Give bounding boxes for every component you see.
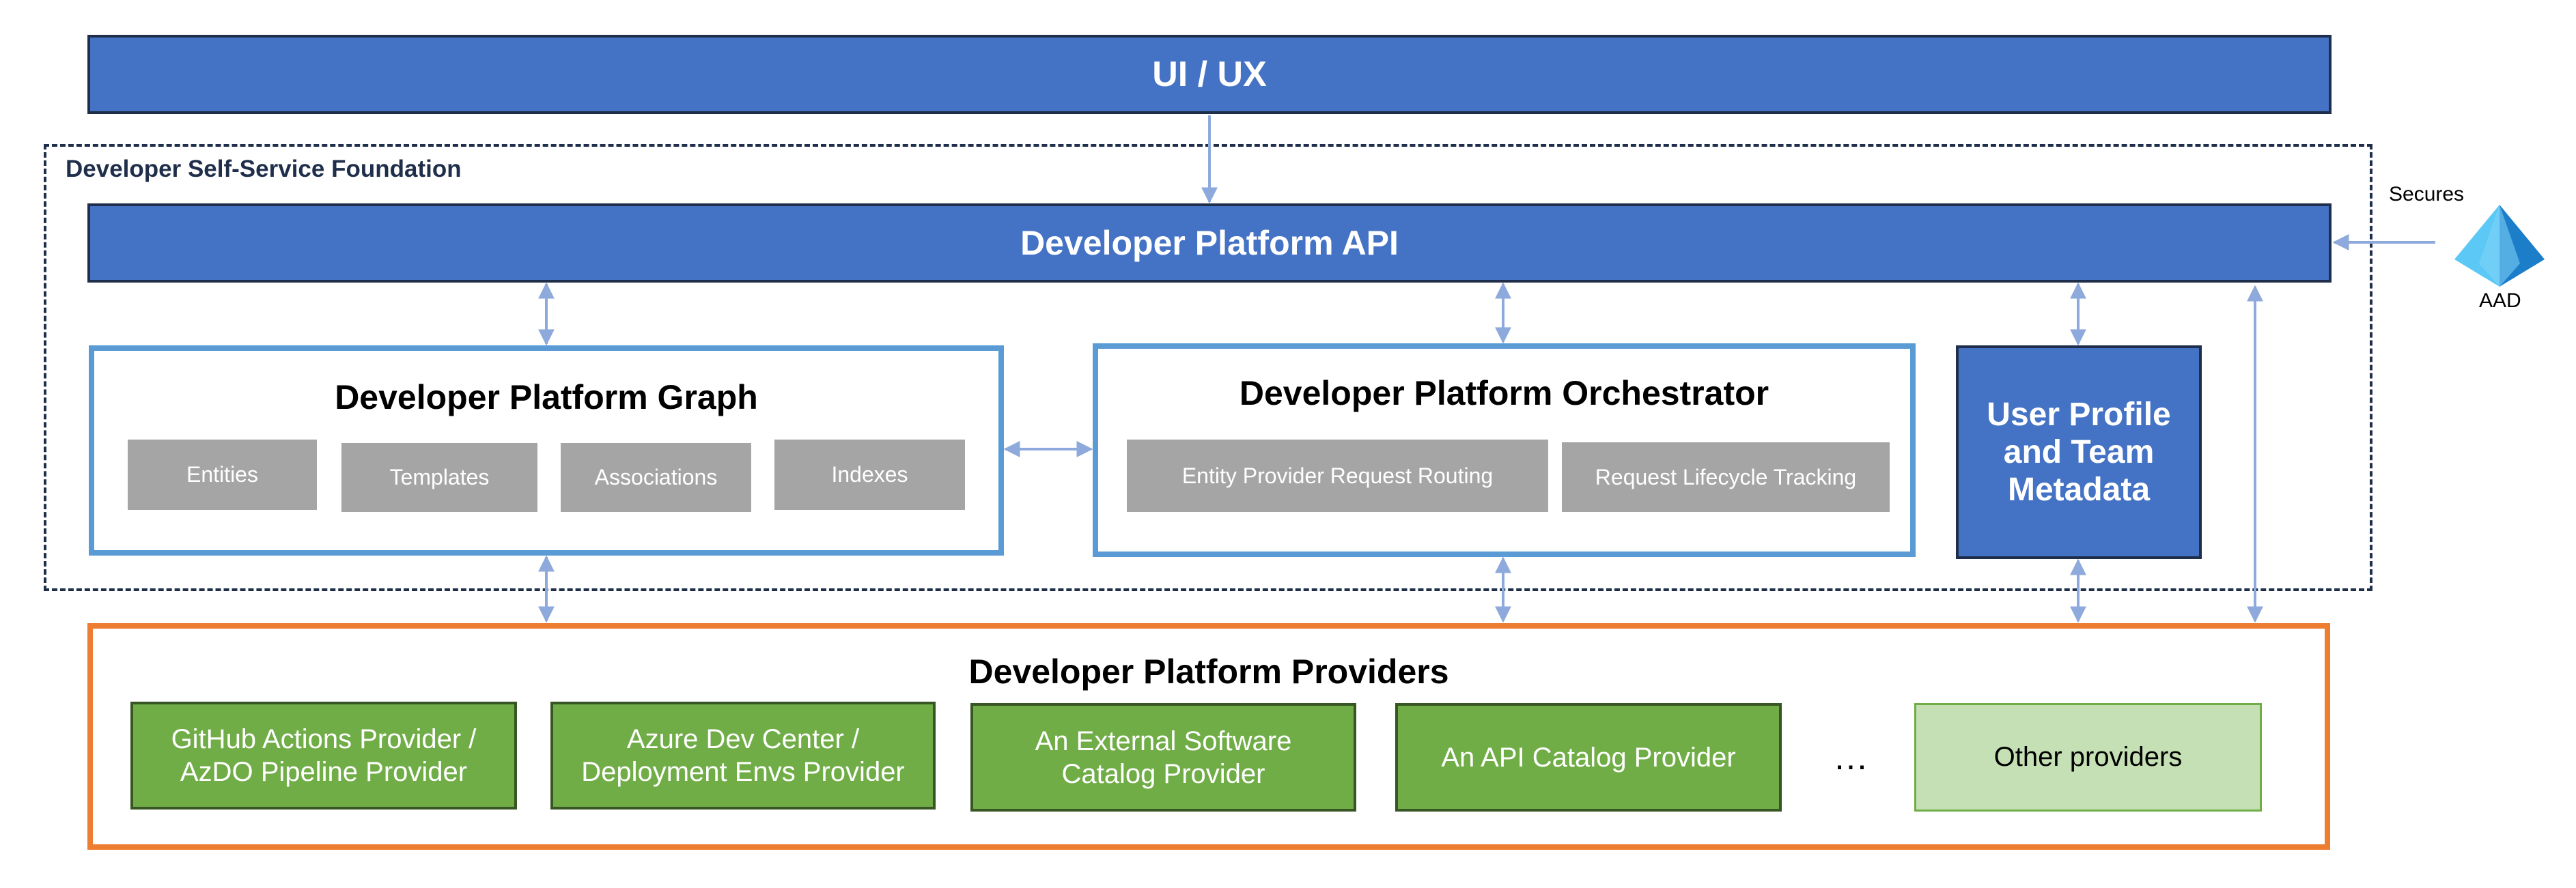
graph-item-templates: Templates bbox=[341, 443, 537, 512]
ui-ux-bar: UI / UX bbox=[87, 35, 2332, 114]
provider-azure-dev-center: Azure Dev Center / Deployment Envs Provi… bbox=[550, 702, 936, 810]
ui-ux-label: UI / UX bbox=[1152, 55, 1267, 94]
provider-github-line1: GitHub Actions Provider / bbox=[171, 724, 477, 754]
provider-api-line1: An API Catalog Provider bbox=[1441, 742, 1736, 773]
platform-api-label: Developer Platform API bbox=[1020, 224, 1399, 262]
platform-providers-title: Developer Platform Providers bbox=[968, 653, 1449, 691]
provider-github-actions: GitHub Actions Provider / AzDO Pipeline … bbox=[130, 702, 517, 810]
aad-label: AAD bbox=[2479, 289, 2521, 312]
platform-api-bar: Developer Platform API bbox=[87, 203, 2332, 283]
user-profile-box: User Profile and Team Metadata bbox=[1956, 345, 2202, 559]
graph-item-associations: Associations bbox=[561, 443, 751, 512]
graph-item-entities: Entities bbox=[128, 440, 317, 510]
provider-azure-line2: Deployment Envs Provider bbox=[581, 757, 905, 787]
orchestrator-item-lifecycle: Request Lifecycle Tracking bbox=[1562, 442, 1890, 512]
aad-pyramid-icon bbox=[2454, 205, 2545, 287]
provider-azure-line1: Azure Dev Center / bbox=[626, 724, 860, 754]
provider-external-line1: An External Software bbox=[1035, 726, 1292, 756]
user-profile-line1: User Profile bbox=[1987, 396, 2171, 433]
providers-ellipsis: … bbox=[1833, 738, 1868, 777]
foundation-label: Developer Self-Service Foundation bbox=[66, 156, 462, 182]
platform-orchestrator-title: Developer Platform Orchestrator bbox=[1239, 374, 1769, 412]
orchestrator-item-routing: Entity Provider Request Routing bbox=[1127, 440, 1548, 512]
provider-api-catalog: An API Catalog Provider bbox=[1395, 703, 1782, 812]
platform-graph-title: Developer Platform Graph bbox=[335, 378, 758, 416]
provider-external-catalog: An External Software Catalog Provider bbox=[970, 703, 1356, 812]
user-profile-line2: and Team bbox=[2003, 433, 2155, 470]
aad-secures-label: Secures bbox=[2389, 183, 2465, 205]
provider-external-line2: Catalog Provider bbox=[1061, 758, 1265, 789]
provider-other: Other providers bbox=[1914, 703, 2262, 812]
provider-github-line2: AzDO Pipeline Provider bbox=[180, 757, 468, 787]
user-profile-line3: Metadata bbox=[2007, 472, 2151, 509]
graph-item-indexes: Indexes bbox=[774, 440, 965, 510]
